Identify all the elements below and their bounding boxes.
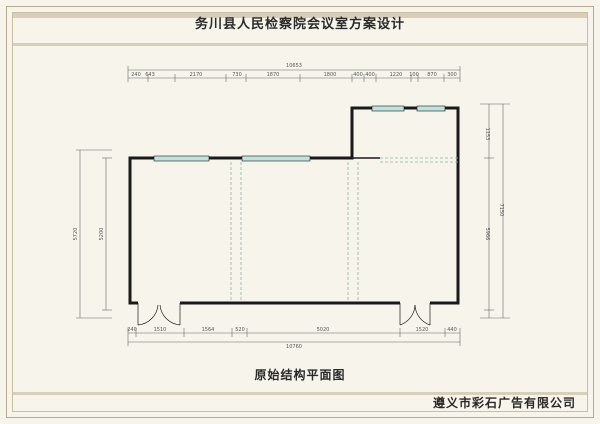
page-frame [6, 6, 594, 418]
dim-bottom-5: 5020 [317, 327, 330, 333]
dim-top-total: 10653 [286, 63, 302, 69]
dim-bottom-2: 1510 [154, 327, 167, 333]
dashed-lines [230, 157, 458, 302]
dim-top-11: 870 [427, 72, 437, 78]
page-frame-inner [12, 12, 588, 412]
dim-bottom-1: 240 [127, 327, 137, 333]
header-band [12, 12, 588, 18]
top-dimensions [127, 66, 461, 82]
dim-bottom-total: 10760 [286, 344, 302, 350]
dim-top-3: 2170 [190, 72, 203, 78]
dim-bottom-6: 1520 [416, 327, 429, 333]
dim-bottom-7: 440 [447, 327, 457, 333]
drawing-caption: 原始结构平面图 [254, 368, 346, 382]
dim-right-mid: 5966 [484, 228, 490, 241]
dim-top-9: 1220 [390, 72, 403, 78]
dim-top-2: 643 [145, 72, 155, 78]
right-dimensions [480, 103, 510, 319]
company-name: 遵义市彩石广告有限公司 [432, 396, 576, 410]
bottom-dimensions [127, 328, 461, 346]
windows [153, 105, 446, 162]
doors [137, 303, 431, 326]
dim-top-8: 400 [365, 72, 375, 78]
dim-bottom-4: 520 [235, 327, 245, 333]
dim-top-4: 730 [232, 72, 242, 78]
page-title: 务川县人民检察院会议室方案设计 [194, 17, 405, 32]
dim-bottom-3: 1564 [202, 327, 215, 333]
dim-left-outer: 5720 [73, 228, 79, 241]
header-band-bottom [12, 43, 588, 46]
dim-top-1: 240 [131, 72, 141, 78]
dim-right-top: 1153 [484, 128, 490, 141]
dim-top-5: 1870 [267, 72, 280, 78]
dim-top-10: 100 [409, 72, 419, 78]
footer-band-top [12, 392, 588, 395]
left-dimensions [76, 149, 112, 319]
dim-top-6: 1800 [324, 72, 337, 78]
dim-right-total: 7150 [498, 204, 504, 217]
dim-top-7: 400 [353, 72, 363, 78]
dim-left-inner: 5200 [99, 228, 105, 241]
dim-top-12: 300 [447, 72, 457, 78]
walls [128, 106, 460, 305]
